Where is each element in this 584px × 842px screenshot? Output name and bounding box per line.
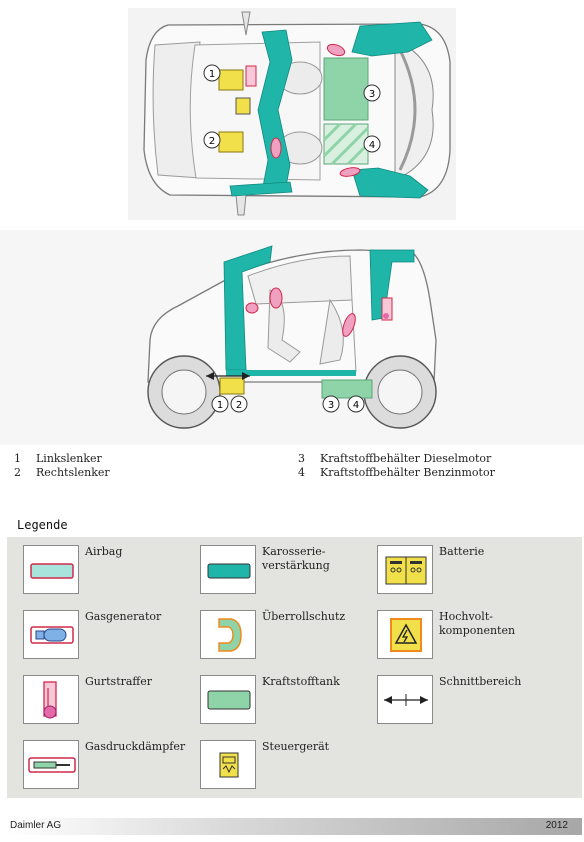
callout-top-3: 3 (369, 89, 375, 100)
key-item-3: 3 Kraftstoffbehälter Dieselmotor (298, 452, 491, 465)
key-item-1: 1 Linkslenker (14, 452, 102, 465)
legend-label: Schnittbereich (439, 675, 522, 688)
rollover-protection-icon (200, 610, 256, 659)
high-voltage-icon (377, 610, 433, 659)
top-view-car: 1 2 3 4 (143, 11, 451, 216)
airbag-icon (23, 545, 79, 594)
key-number: 1 (14, 452, 21, 465)
fuel-tank-icon (200, 675, 256, 724)
callout-side-1: 1 (217, 400, 223, 411)
callout-side-4: 4 (353, 400, 359, 411)
key-text: Kraftstoffbehälter Benzinmotor (320, 466, 495, 479)
key-item-2: 2 Rechtslenker (14, 466, 110, 479)
legend-label: Batterie (439, 545, 485, 558)
legend: Airbag Karosserie- verstärkung Batterie (7, 537, 582, 798)
body-reinforcement-icon (200, 545, 256, 594)
page-footer: Daimler AG 2012 (7, 818, 582, 835)
key-text: Kraftstoffbehälter Dieselmotor (320, 452, 492, 465)
key-number: 3 (298, 452, 305, 465)
battery-icon (377, 545, 433, 594)
fuel-tank-diesel (323, 57, 369, 121)
side-view-car: 1 2 3 4 (147, 245, 437, 429)
legend-label: Kraftstofftank (262, 675, 340, 688)
key-text: Linkslenker (36, 452, 102, 465)
callout-top-4: 4 (369, 140, 375, 151)
key-number: 2 (14, 466, 21, 479)
key-number: 4 (298, 466, 305, 479)
callout-top-1: 1 (209, 69, 215, 80)
key-item-4: 4 Kraftstoffbehälter Benzinmotor (298, 466, 495, 479)
footer-year: 2012 (545, 820, 568, 831)
gas-generator-icon (23, 610, 79, 659)
control-unit-icon (200, 740, 256, 789)
legend-label: Steuergerät (262, 740, 330, 753)
legend-label: Hochvolt- komponenten (439, 610, 516, 637)
vehicle-rescue-diagram: 1 2 3 4 (128, 8, 456, 429)
footer-brand: Daimler AG (10, 820, 62, 831)
key-text: Rechtslenker (36, 466, 110, 479)
callout-side-2: 2 (236, 400, 242, 411)
legend-label: Gurtstraffer (85, 675, 153, 688)
legend-label: Gasdruckdämpfer (85, 740, 186, 753)
legend-label: Karosserie- verstärkung (262, 545, 330, 572)
belt-tensioner-icon (23, 675, 79, 724)
legend-label: Gasgenerator (85, 610, 162, 623)
legend-label: Airbag (85, 545, 123, 558)
gas-strut-icon (23, 740, 79, 789)
fuel-tank-petrol (323, 123, 369, 165)
cutting-area-icon (377, 675, 433, 724)
vehicle-illustration: 1 2 3 4 (128, 8, 456, 429)
callout-top-2: 2 (209, 136, 215, 147)
legend-label: Überrollschutz (262, 610, 346, 623)
callout-side-3: 3 (328, 400, 334, 411)
legend-title: Legende (17, 518, 68, 532)
